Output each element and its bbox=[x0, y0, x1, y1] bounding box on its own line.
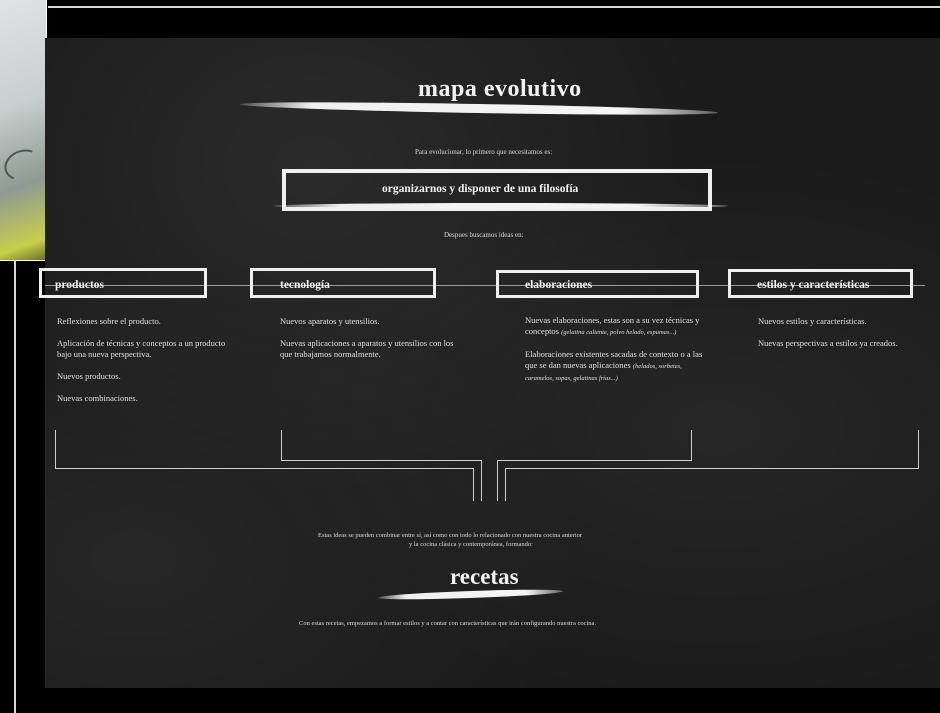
estilos-list: Nuevos estilos y características. Nuevas… bbox=[758, 316, 928, 360]
bracket-inner-right-horizontal bbox=[497, 460, 692, 461]
bracket-inner-right-vertical bbox=[691, 430, 692, 460]
photo-scribble bbox=[0, 144, 46, 186]
philosophy-text: organizarnos y disponer de una filosofía bbox=[382, 183, 579, 195]
tecnologia-list: Nuevos aparatos y utensilios. Nuevas apl… bbox=[280, 316, 458, 371]
after-text: Despues buscamos ideas en: bbox=[444, 231, 524, 239]
footer-text: Con estas recetas, empezamos a formar es… bbox=[299, 620, 597, 627]
stem-line-2 bbox=[481, 460, 482, 501]
category-label-elaboraciones: elaboraciones bbox=[525, 279, 593, 291]
category-box-elaboraciones bbox=[496, 270, 699, 298]
top-border-line bbox=[48, 6, 940, 8]
category-box-tecnologia bbox=[250, 268, 436, 298]
bracket-inner-left-horizontal bbox=[281, 460, 481, 461]
list-item: Reflexiones sobre el producto. bbox=[57, 316, 161, 326]
recipes-title: recetas bbox=[450, 564, 519, 589]
left-border-line bbox=[14, 260, 16, 713]
corner-photo bbox=[0, 0, 47, 261]
bracket-left-vertical bbox=[55, 430, 56, 468]
bracket-inner-left-vertical bbox=[281, 430, 282, 460]
list-item: Nuevas combinaciones. bbox=[57, 393, 138, 403]
category-connector-line bbox=[45, 285, 925, 286]
philosophy-box-underline bbox=[273, 203, 728, 209]
stem-line-4 bbox=[505, 468, 506, 501]
bracket-right-vertical bbox=[918, 430, 919, 468]
list-item: Nuevos productos. bbox=[57, 371, 121, 381]
productos-list: Reflexiones sobre el producto. Aplicació… bbox=[57, 316, 227, 415]
list-item: Nuevos aparatos y utensilios. bbox=[280, 316, 380, 326]
list-item: Nuevos estilos y características. bbox=[758, 316, 867, 326]
category-box-estilos bbox=[728, 269, 913, 298]
elaboraciones-list: Nuevas elaboraciones, estas son a su vez… bbox=[525, 315, 705, 395]
list-item: Elaboraciones existentes sacadas de cont… bbox=[525, 349, 703, 382]
combine-text-2: y la cocina clásica y contemporánea, for… bbox=[409, 541, 533, 548]
category-box-productos bbox=[39, 268, 207, 298]
list-item: Nuevas perspectivas a estilos ya creados… bbox=[758, 338, 898, 348]
chalkboard: mapa evolutivo Para evolucionar, lo prim… bbox=[39, 38, 940, 688]
combine-text-1: Estas ideas se pueden combinar entre sí,… bbox=[318, 532, 583, 539]
intro-text: Para evolucionar, lo primero que necesit… bbox=[415, 148, 553, 156]
bracket-left-horizontal bbox=[55, 468, 473, 469]
page-title: mapa evolutivo bbox=[418, 76, 582, 102]
list-item: Nuevas aplicaciones a aparatos y utensil… bbox=[280, 338, 454, 359]
category-label-tecnologia: tecnología bbox=[280, 279, 330, 291]
stem-line-3 bbox=[497, 460, 498, 501]
category-label-estilos: estilos y características bbox=[757, 279, 870, 291]
list-item: Aplicación de técnicas y conceptos a un … bbox=[57, 338, 226, 359]
bracket-right-horizontal bbox=[505, 468, 919, 469]
category-label-productos: productos bbox=[55, 279, 104, 291]
stem-line-1 bbox=[473, 468, 474, 501]
philosophy-box bbox=[282, 169, 712, 211]
list-item: Nuevas elaboraciones, estas son a su vez… bbox=[525, 315, 700, 336]
